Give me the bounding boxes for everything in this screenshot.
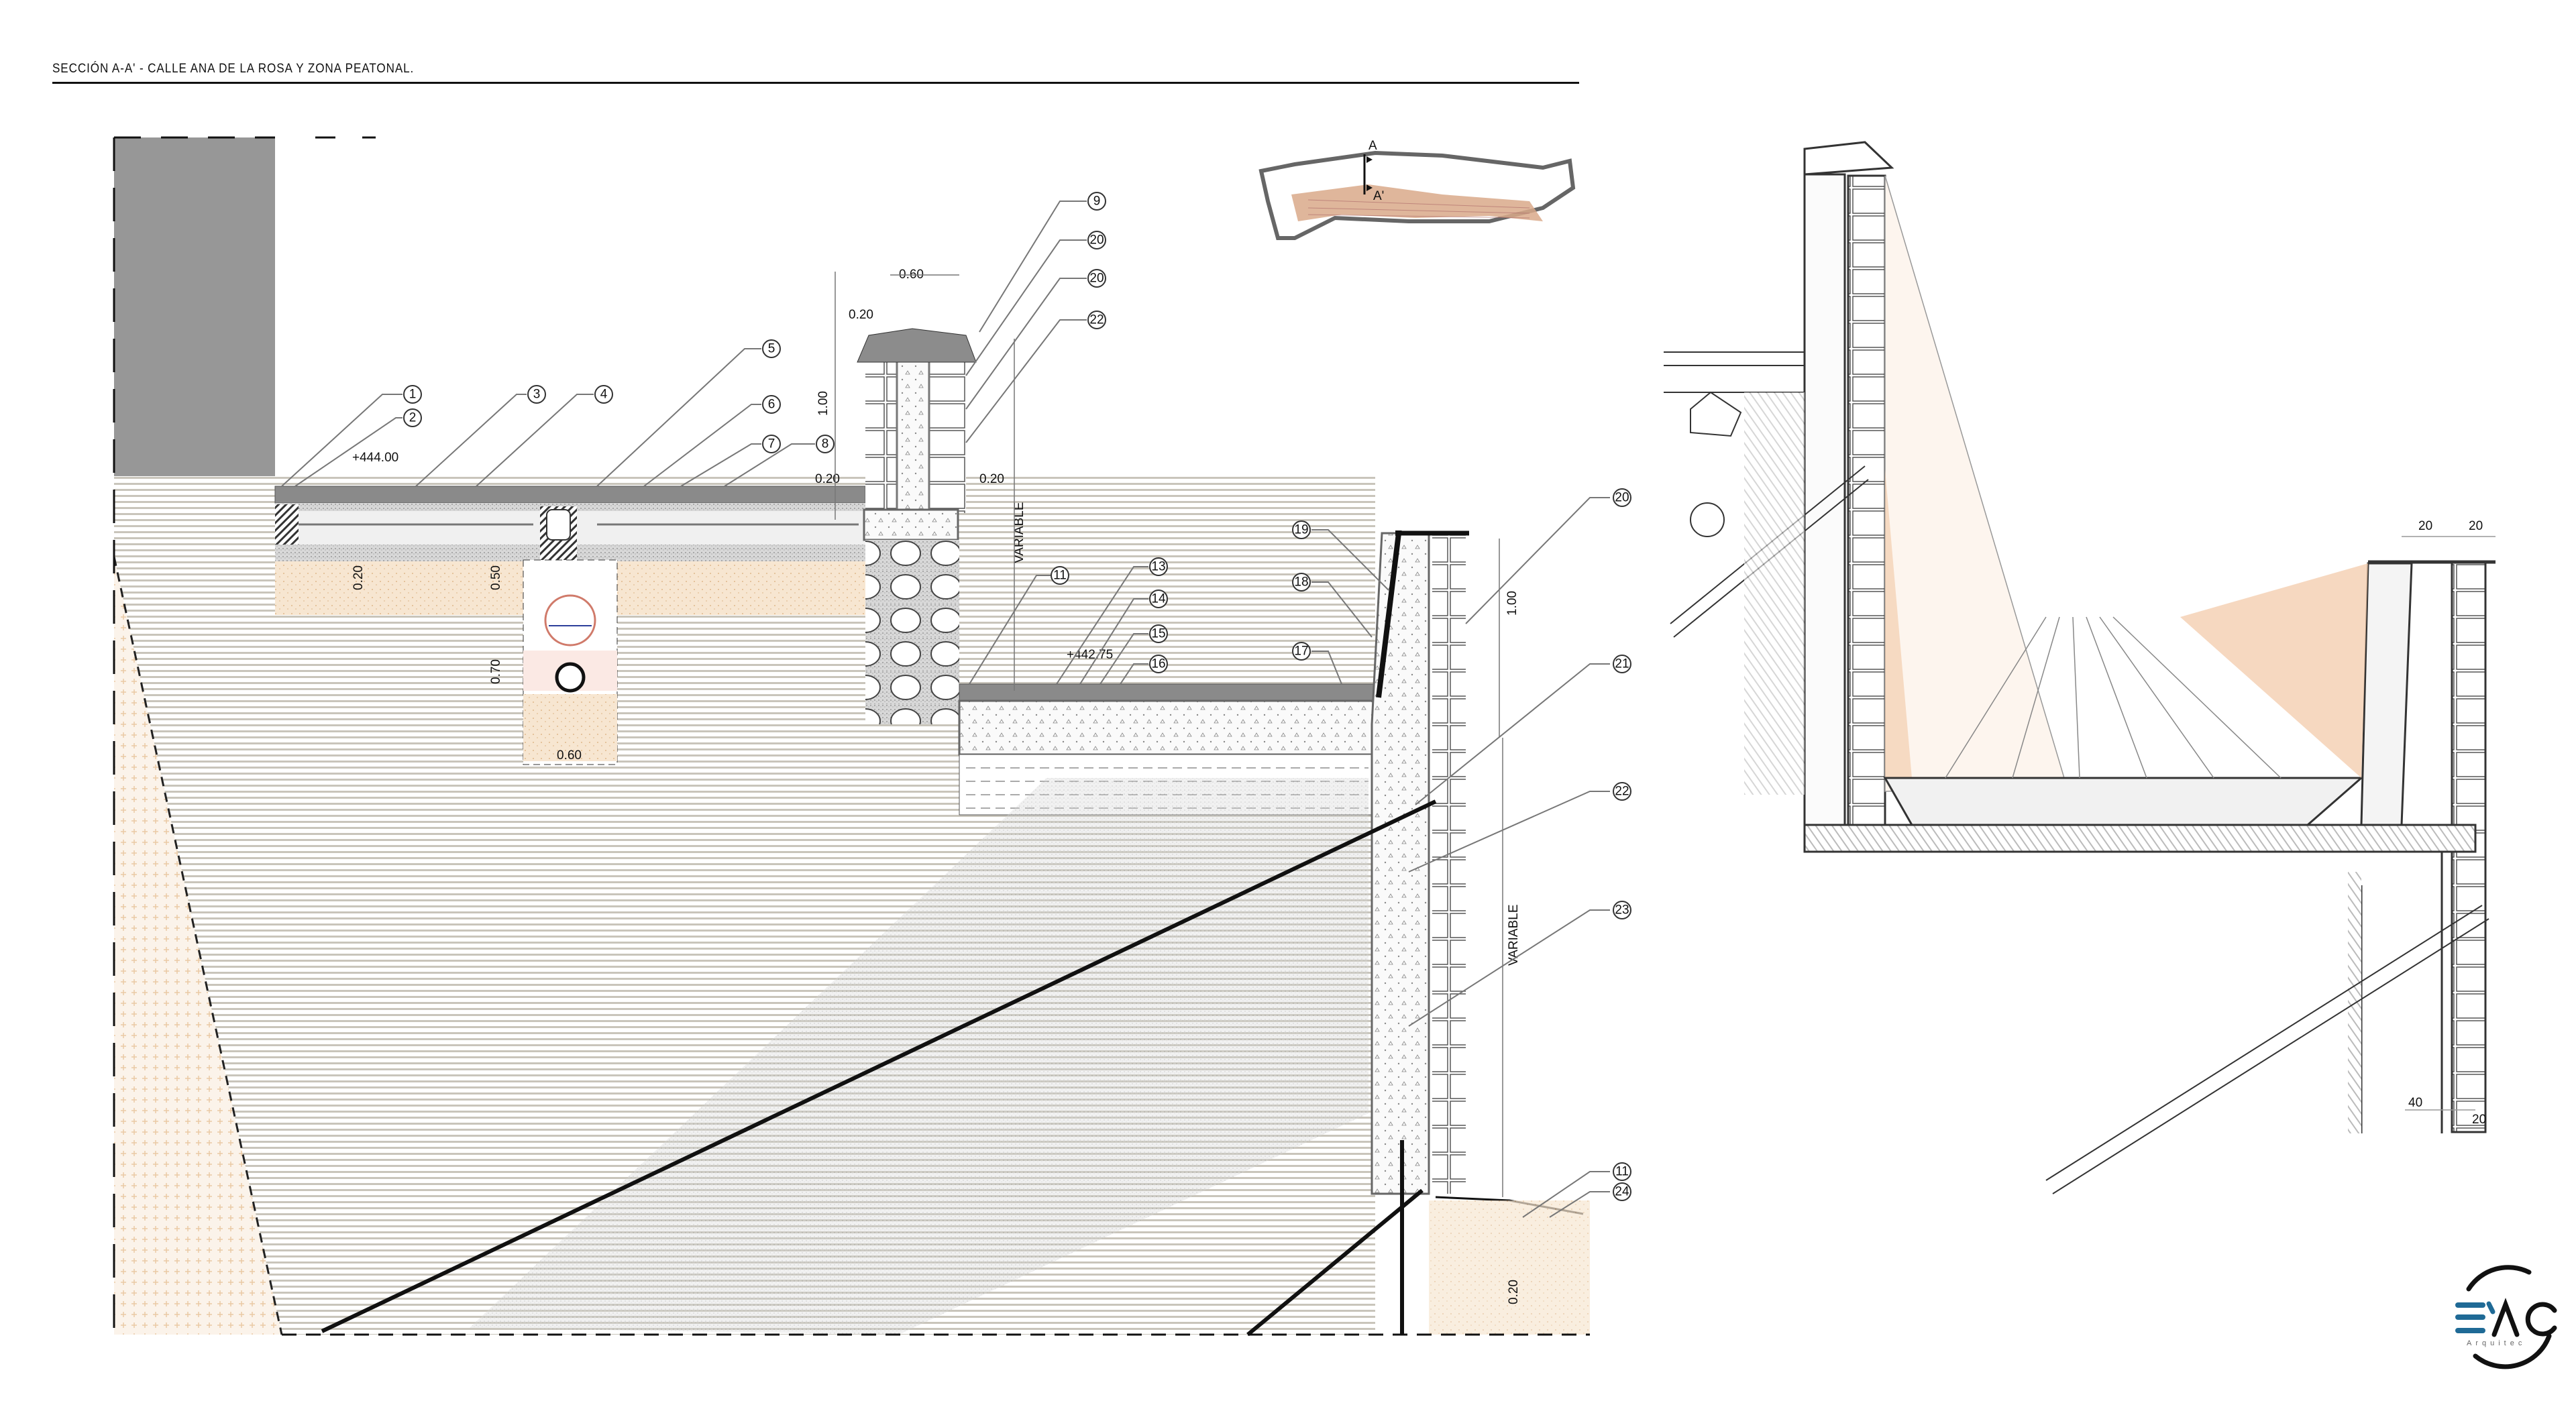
svg-text:24: 24 <box>1615 1185 1629 1199</box>
svg-text:9: 9 <box>1093 194 1101 209</box>
dim-side-right: 0.20 <box>979 472 1004 486</box>
dim-parapet-core: 0.20 <box>849 308 873 322</box>
callout-15: 15 <box>1149 624 1168 643</box>
callout-4: 4 <box>594 385 613 404</box>
callout-2: 2 <box>403 408 422 427</box>
callout-20b: 20 <box>1087 269 1106 288</box>
hand-sketch <box>1664 141 2496 1194</box>
svg-text:15: 15 <box>1151 627 1165 641</box>
svg-text:3: 3 <box>533 388 541 402</box>
logo-e-bars-icon <box>2455 1302 2485 1333</box>
dim-variable-lower: VARIABLE <box>1507 904 1521 966</box>
callout-8: 8 <box>816 435 835 453</box>
parapet-coping <box>857 328 977 363</box>
callout-5: 5 <box>762 339 781 358</box>
stone-foundation <box>865 540 959 724</box>
callout-20c: 20 <box>1613 488 1631 507</box>
svg-text:14: 14 <box>1151 592 1166 606</box>
callout-24: 24 <box>1613 1182 1631 1201</box>
callout-23: 23 <box>1613 901 1631 919</box>
svg-text:22: 22 <box>1615 785 1629 799</box>
drawing-title: SECCIÓN A-A' - CALLE ANA DE LA ROSA Y ZO… <box>52 62 415 76</box>
callout-21: 21 <box>1613 655 1631 673</box>
dim-trench-lower: 0.70 <box>489 659 503 684</box>
svg-text:21: 21 <box>1615 657 1629 671</box>
svg-text:20: 20 <box>1615 491 1629 505</box>
brick-cladding <box>1432 533 1466 1194</box>
section-marker-a-prime: A' <box>1373 189 1384 203</box>
svg-text:20: 20 <box>1089 272 1104 286</box>
callout-14: 14 <box>1149 590 1168 608</box>
svg-text:20: 20 <box>1089 233 1104 247</box>
svg-text:22: 22 <box>1089 313 1104 327</box>
dim-variable-upper: VARIABLE <box>1012 502 1026 563</box>
svg-text:5: 5 <box>768 342 775 356</box>
dim-parapet-height: 1.00 <box>816 391 830 416</box>
svg-text:11: 11 <box>1053 569 1067 583</box>
callout-18: 18 <box>1292 573 1311 592</box>
anchor-zone <box>470 778 1368 1335</box>
svg-text:19: 19 <box>1294 523 1308 537</box>
svg-text:23: 23 <box>1615 903 1629 917</box>
callout-9: 9 <box>1087 192 1106 211</box>
elevation-lower: +442.75 <box>1067 648 1113 662</box>
ground-anchor-lower <box>1246 1188 1424 1337</box>
svg-text:13: 13 <box>1151 560 1165 574</box>
title-underline <box>52 82 1579 84</box>
svg-text:16: 16 <box>1151 657 1165 671</box>
dim-side-left: 0.20 <box>815 472 840 486</box>
drain-channel-left <box>275 504 299 545</box>
svg-text:8: 8 <box>822 437 829 451</box>
callout-20a: 20 <box>1087 231 1106 249</box>
key-plan: A A' <box>1258 139 1576 240</box>
callout-7: 7 <box>762 435 781 453</box>
svg-text:17: 17 <box>1294 644 1308 659</box>
callout-6: 6 <box>762 395 781 414</box>
svg-text:4: 4 <box>600 388 608 402</box>
lower-pavers <box>959 683 1376 702</box>
ground-anchor-upper <box>321 799 1437 1333</box>
sketch-dim-1: 20 <box>2418 519 2432 533</box>
callout-22a: 22 <box>1087 311 1106 329</box>
svg-text:7: 7 <box>768 437 775 451</box>
callout-17: 17 <box>1292 642 1311 661</box>
callout-22b: 22 <box>1613 782 1631 801</box>
callout-13: 13 <box>1149 557 1168 576</box>
callout-1: 1 <box>403 385 422 404</box>
sketch-dim-3: 40 <box>2408 1096 2422 1110</box>
callout-16: 16 <box>1149 655 1168 673</box>
callout-19: 19 <box>1292 520 1311 539</box>
logo-subtitle: Arquitec <box>2467 1339 2526 1347</box>
dim-trench-width: 0.60 <box>557 748 582 763</box>
callout-3: 3 <box>527 385 546 404</box>
dim-trench-upper: 0.50 <box>489 565 503 590</box>
dim-pavement-depth: 0.20 <box>352 565 366 590</box>
section-marker-a: A <box>1368 139 1377 153</box>
sketch-dim-2: 20 <box>2469 519 2483 533</box>
eac-logo <box>2455 1265 2557 1369</box>
sketch-dim-4: 20 <box>2472 1113 2486 1127</box>
retaining-wall <box>1371 532 1430 1195</box>
elevation-upper: +444.00 <box>352 451 398 465</box>
dim-railing-height: 1.00 <box>1505 591 1519 616</box>
svg-text:6: 6 <box>768 398 775 412</box>
cad-section: +444.00 +442.75 0.60 0.20 0.20 0.20 1.00… <box>113 136 1631 1337</box>
callout-11b: 11 <box>1613 1162 1631 1181</box>
dim-footing-depth: 0.20 <box>1507 1280 1521 1304</box>
drain-pipe <box>555 662 586 693</box>
water-pipe <box>544 594 596 647</box>
svg-text:1: 1 <box>409 388 417 402</box>
svg-text:2: 2 <box>409 411 417 425</box>
svg-text:18: 18 <box>1294 575 1308 590</box>
upper-pavers <box>274 486 866 504</box>
existing-building <box>114 137 275 476</box>
callout-11a: 11 <box>1051 566 1069 585</box>
svg-text:11: 11 <box>1615 1165 1629 1179</box>
